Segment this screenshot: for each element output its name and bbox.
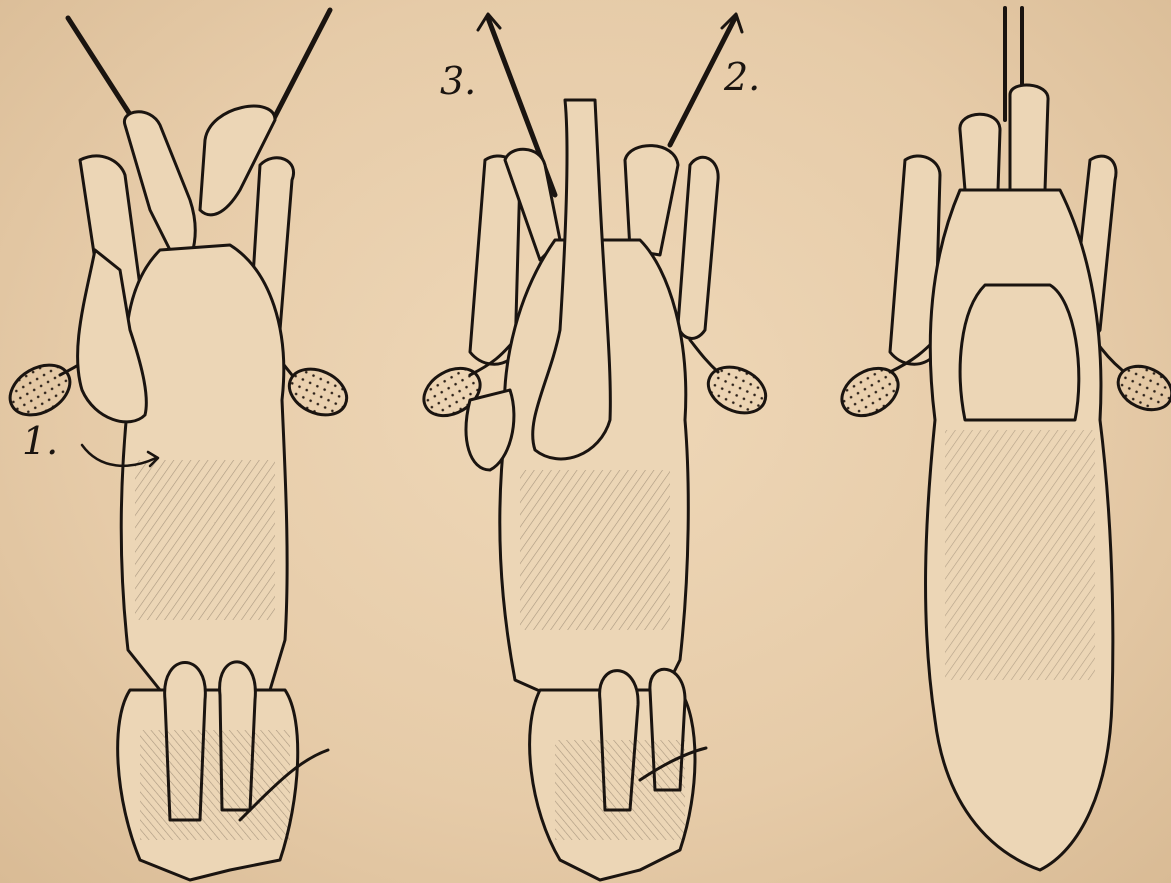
figure-2-carcass (416, 14, 774, 880)
belly-opening (960, 285, 1079, 420)
step-label-3: 3. (440, 62, 476, 100)
step-label-2: 2. (724, 58, 760, 96)
rope-right (268, 10, 330, 130)
figure-3-carcass (834, 8, 1171, 870)
step-label-1: 1. (22, 422, 58, 460)
